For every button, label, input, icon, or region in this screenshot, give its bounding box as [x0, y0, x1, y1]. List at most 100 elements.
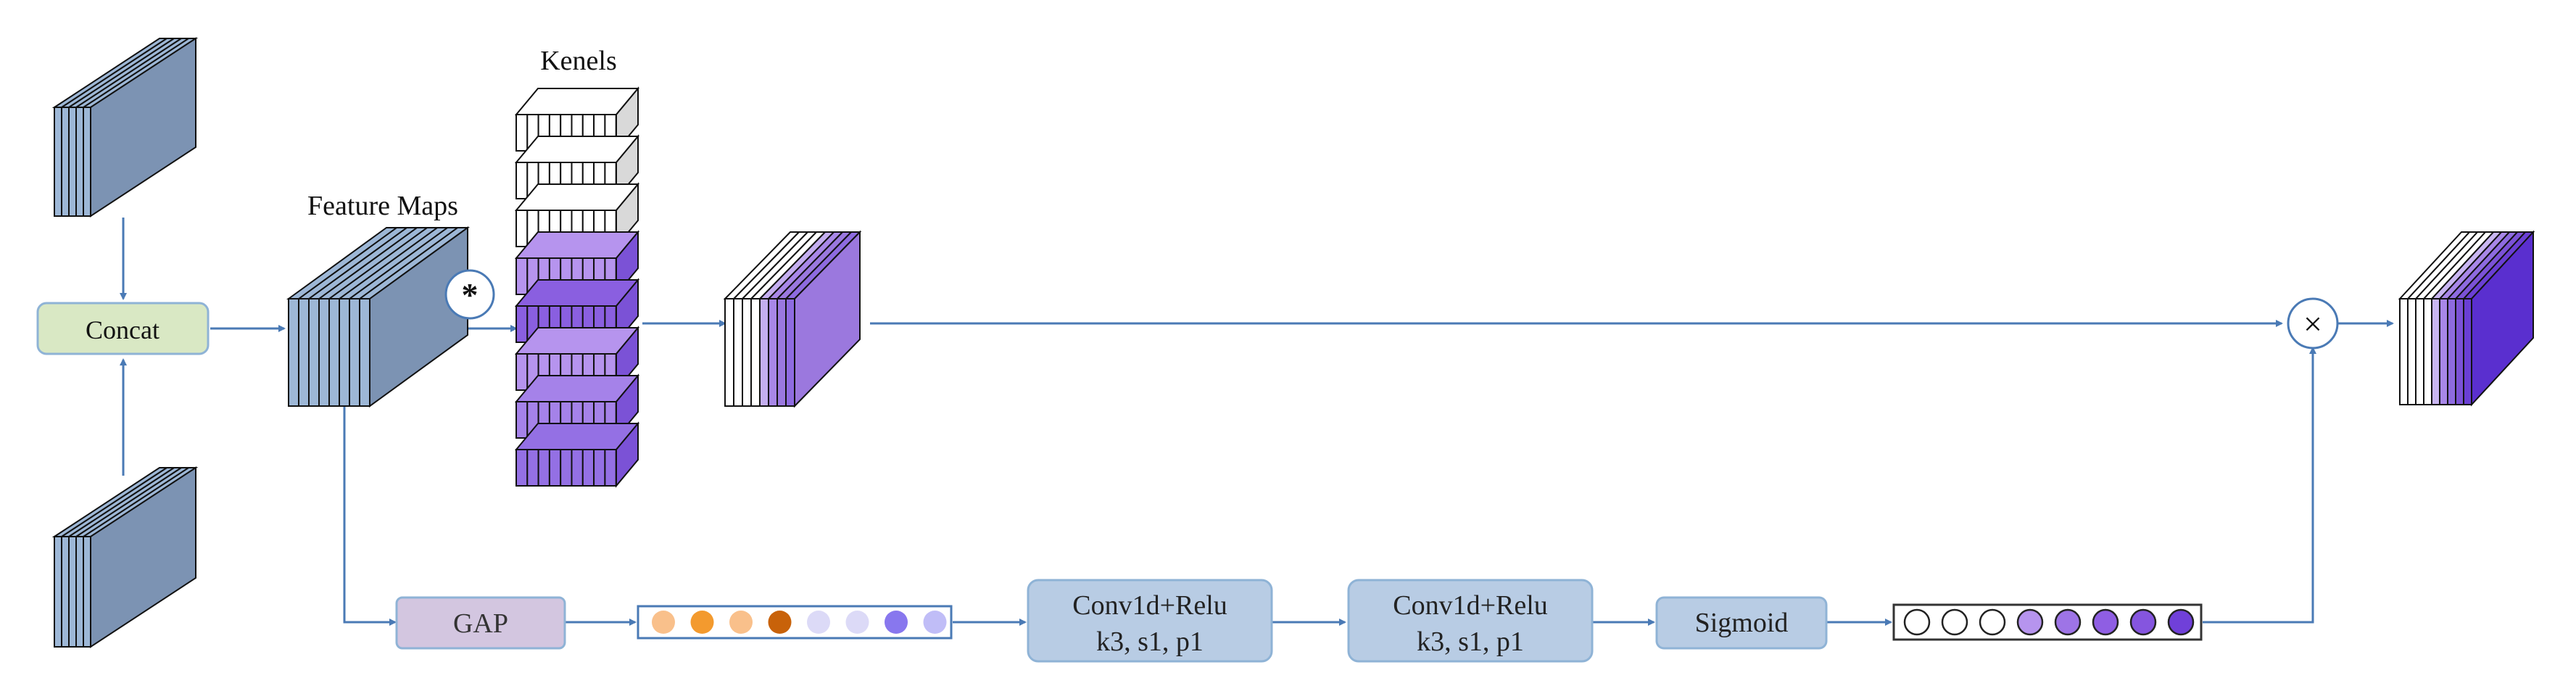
gap-vector-dot	[923, 611, 947, 634]
input-top-side	[90, 37, 196, 218]
input-top-slice	[75, 107, 84, 217]
gap-vector-dot	[768, 611, 792, 634]
feature-map-slice	[359, 298, 370, 407]
kernel-slice	[581, 449, 595, 487]
sigmoid-vector	[1892, 603, 2203, 641]
input-bottom-slice	[68, 536, 77, 648]
convolution-symbol: *	[462, 276, 479, 313]
sigmoid-vector-dot	[2054, 608, 2082, 636]
input-top-slice	[61, 107, 70, 217]
kernel-slice	[515, 353, 529, 391]
input-bottom-slice	[75, 536, 84, 648]
output-slice	[759, 298, 769, 407]
sigmoid-label: Sigmoid	[1695, 608, 1789, 638]
result-slice	[2455, 298, 2464, 405]
feature-map-slice	[339, 298, 350, 407]
result-slice	[2407, 298, 2416, 405]
feature-map-slice	[328, 298, 340, 407]
gap-vector-dot	[885, 611, 908, 634]
kernel-slice	[526, 449, 539, 487]
kernels-title: Kenels	[540, 46, 617, 76]
sigmoid-vector-dot	[1941, 608, 1968, 636]
feature-map-slice	[349, 298, 360, 407]
gap-vector-dot	[690, 611, 714, 634]
result-slice	[2415, 298, 2424, 405]
gap-label: GAP	[453, 608, 508, 639]
connection-arrows	[120, 218, 2394, 626]
output-slice	[724, 298, 734, 407]
kernel-side	[616, 421, 639, 488]
kernel-slice	[515, 401, 529, 439]
conv1d-1-params: k3, s1, p1	[1096, 627, 1204, 657]
result-slice	[2399, 298, 2409, 405]
result-slice	[2439, 298, 2448, 405]
input-top-slice	[68, 107, 77, 217]
output-slice	[776, 298, 787, 407]
conv1d-2-params: k3, s1, p1	[1417, 627, 1524, 657]
result-side	[2471, 230, 2534, 407]
concat-label: Concat	[86, 315, 160, 344]
kernel-slice	[537, 449, 550, 487]
gap-vector-dot	[652, 611, 675, 634]
sigmoid-vector-dot	[2016, 608, 2044, 636]
gap-vector-dot	[729, 611, 753, 634]
result-slice	[2423, 298, 2432, 405]
gap-box: GAP	[395, 596, 566, 650]
output-slice	[785, 298, 795, 407]
kernel-slice	[560, 449, 573, 487]
gap-vector-dot	[807, 611, 830, 634]
sigmoid-vector-dot	[2167, 608, 2195, 636]
sigmoid-vector-dot	[1979, 608, 2006, 636]
conv1d-box-1: Conv1d+Relu k3, s1, p1	[1027, 579, 1273, 663]
input-feature-stack-top	[51, 37, 199, 218]
output-feature-block	[723, 230, 862, 408]
kernel-slice	[515, 449, 529, 487]
feature-map-slice	[308, 298, 320, 407]
conv1d-2-label: Conv1d+Relu	[1393, 590, 1548, 621]
output-slice	[733, 298, 743, 407]
kernel-slice	[548, 449, 562, 487]
input-top-slice	[83, 107, 91, 217]
input-top-slice	[54, 107, 62, 217]
output-slice	[750, 298, 761, 407]
arrow-features-to-gap	[343, 406, 397, 626]
kernel-slice	[515, 162, 529, 199]
conv1d-box-2: Conv1d+Relu k3, s1, p1	[1347, 579, 1594, 663]
result-slice	[2447, 298, 2456, 405]
output-side	[794, 230, 861, 408]
sigmoid-vector-dot	[2129, 608, 2157, 636]
multiply-operator: ×	[2287, 297, 2339, 350]
output-slice	[742, 298, 752, 407]
multiply-symbol: ×	[2303, 305, 2322, 342]
kernel-slice	[515, 210, 529, 247]
feature-maps-title: Feature Maps	[307, 191, 458, 221]
result-feature-block	[2398, 230, 2535, 407]
feature-map-slice	[298, 298, 310, 407]
kernel-slice	[515, 114, 529, 152]
kernel-slice	[593, 449, 606, 487]
output-slice	[768, 298, 778, 407]
sigmoid-box: Sigmoid	[1655, 596, 1828, 650]
kernel-slice	[604, 449, 617, 487]
input-feature-stack-bottom	[51, 466, 199, 648]
sigmoid-vector-dot	[2092, 608, 2119, 636]
convolution-operator: *	[444, 269, 495, 320]
input-bottom-slice	[61, 536, 70, 648]
kernel-slice	[571, 449, 584, 487]
concat-box: Concat	[36, 302, 210, 355]
input-bottom-slice	[54, 536, 62, 648]
kernel-slice	[515, 305, 529, 343]
feature-map-slice	[288, 298, 299, 407]
result-slice	[2463, 298, 2472, 405]
result-slice	[2431, 298, 2440, 405]
kernel-stack	[514, 86, 640, 488]
arrow-vector-to-multiply	[2203, 347, 2316, 624]
sigmoid-vector-dot	[1903, 608, 1931, 636]
kernel-slice	[515, 257, 529, 295]
input-bottom-slice	[83, 536, 91, 648]
gap-vector-dot	[845, 611, 869, 634]
feature-map-slice	[318, 298, 330, 407]
gap-vector	[637, 605, 953, 640]
feature-maps-stack	[286, 226, 471, 408]
